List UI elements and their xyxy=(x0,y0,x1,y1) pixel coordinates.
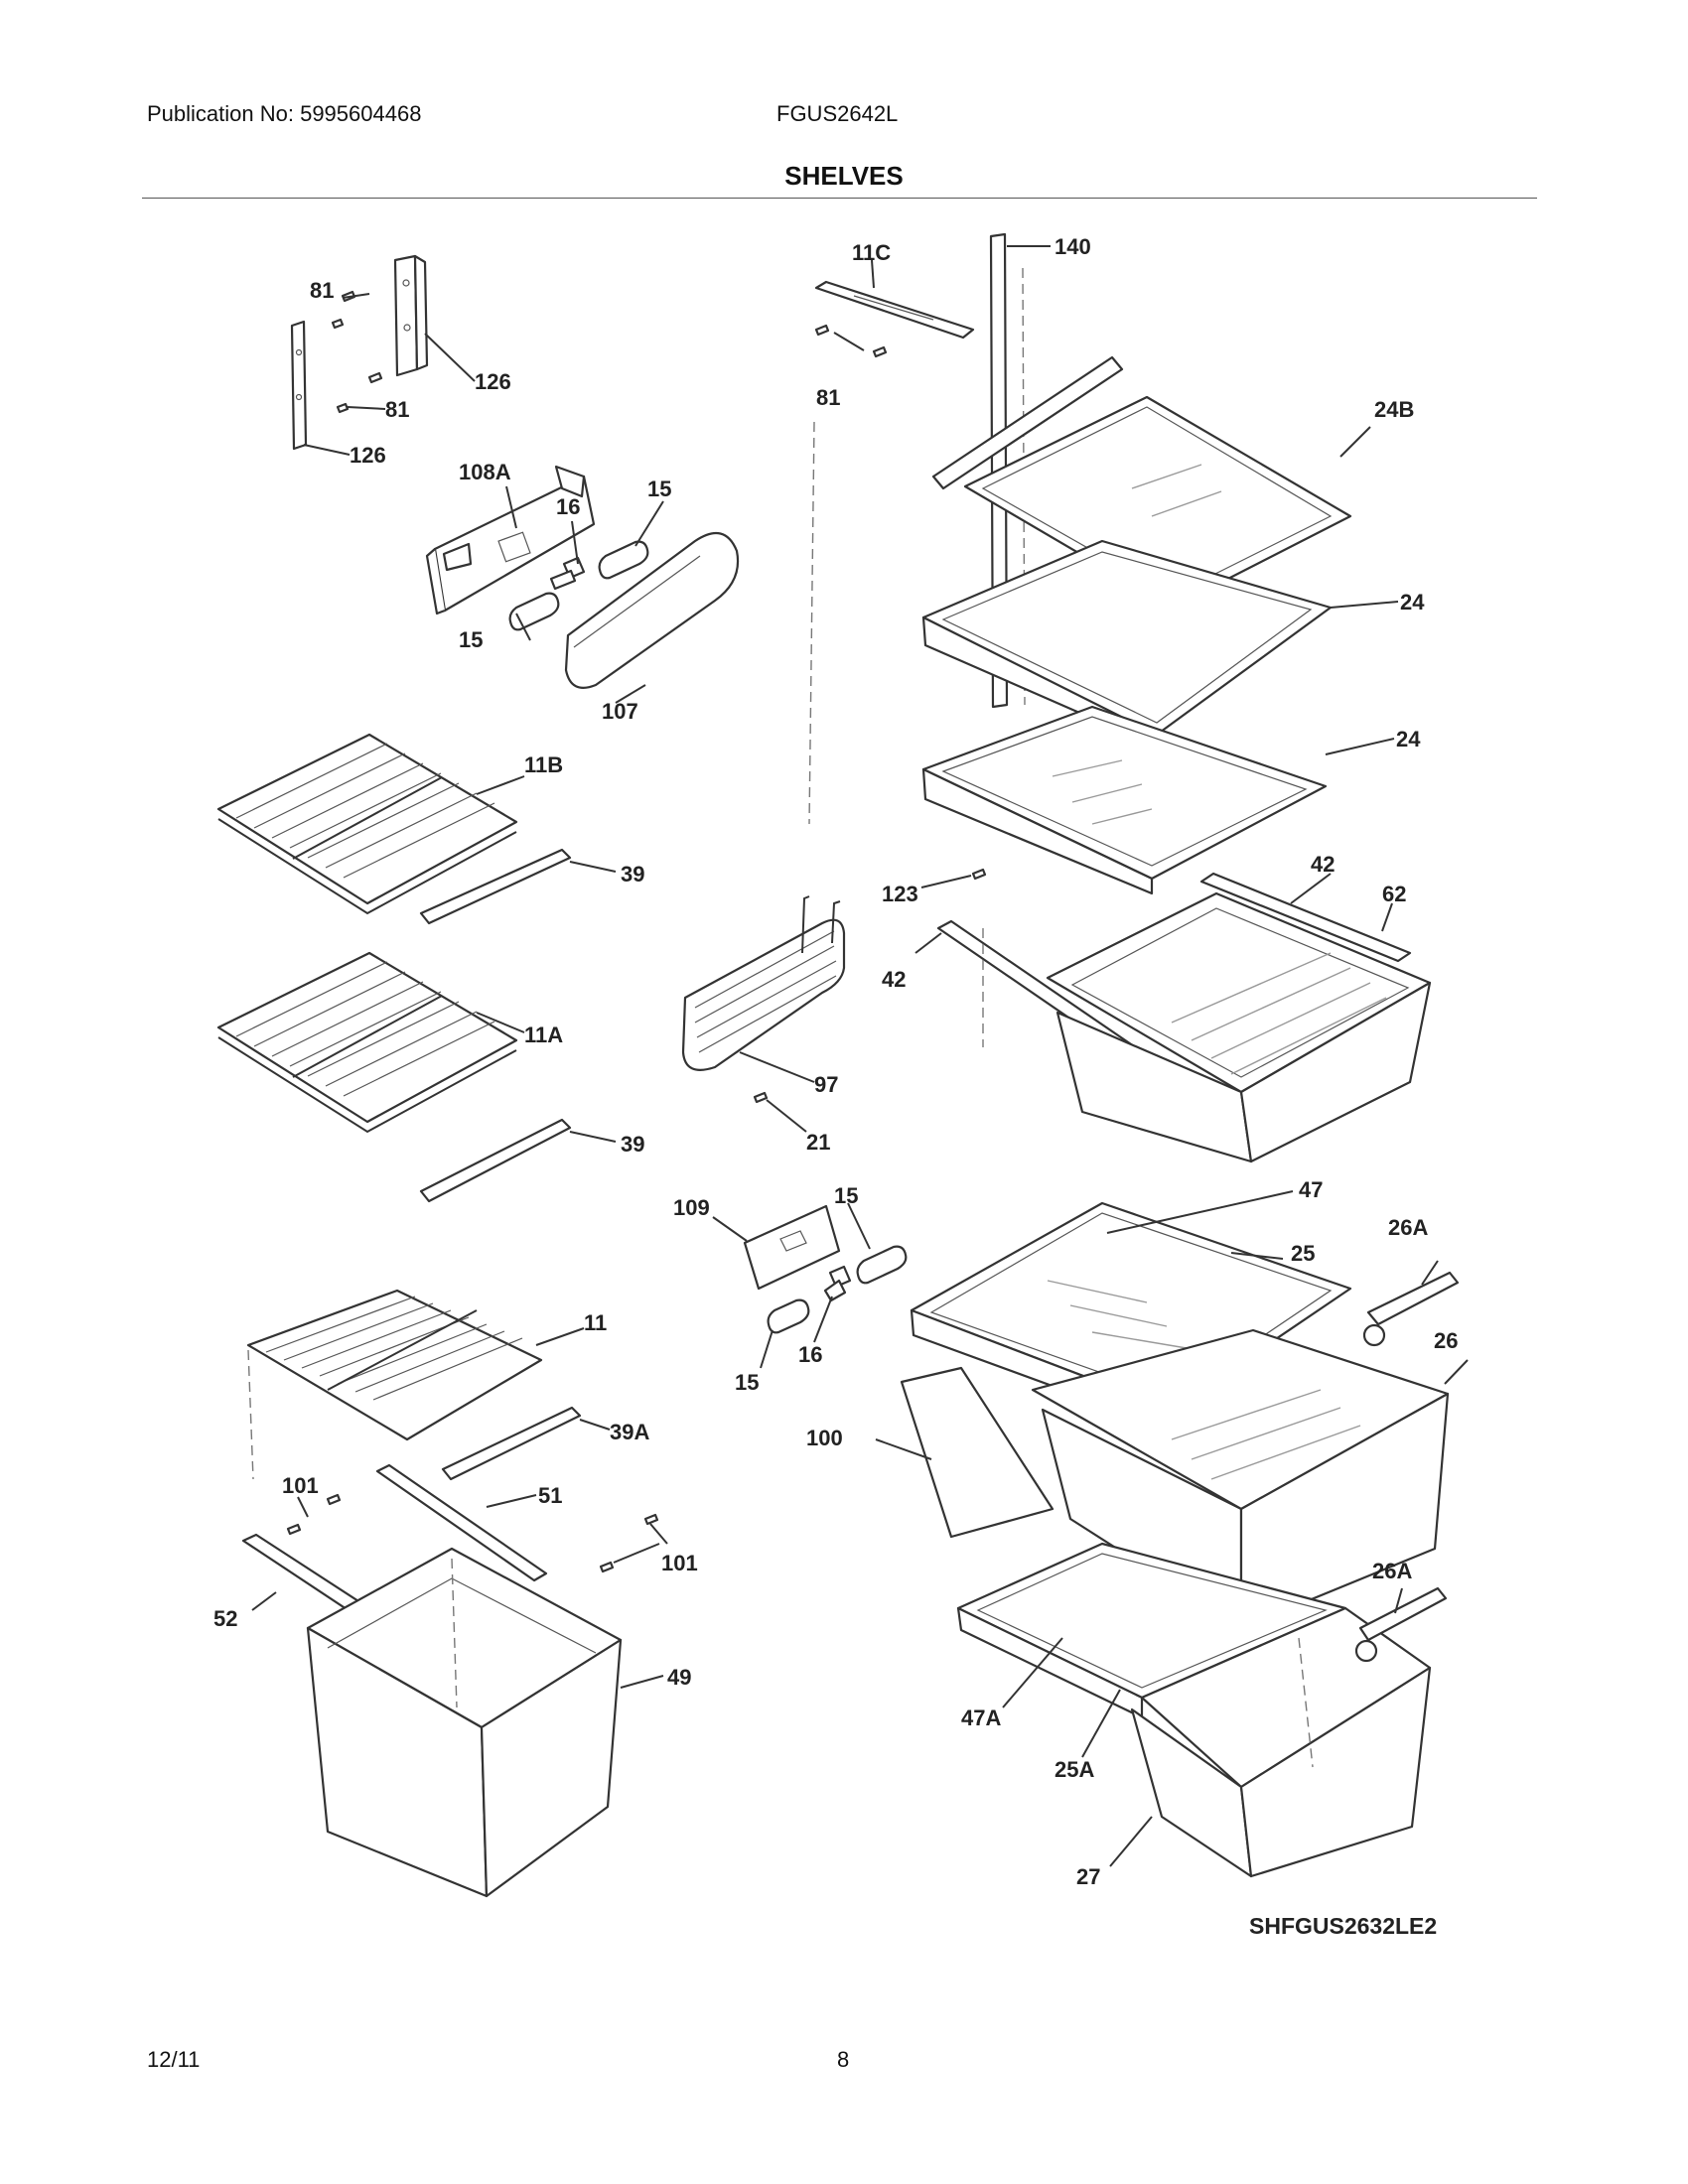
bracket-11C xyxy=(814,280,975,340)
shelf-trim-39A xyxy=(441,1406,582,1481)
callout-39: 39 xyxy=(621,862,644,887)
callout-27: 27 xyxy=(1076,1864,1100,1889)
callout-15: 15 xyxy=(647,477,671,501)
callout-15: 15 xyxy=(459,627,483,652)
callout-101: 101 xyxy=(282,1473,319,1498)
callout-39A: 39A xyxy=(610,1420,649,1444)
callout-26A: 26A xyxy=(1372,1559,1412,1583)
callout-15: 15 xyxy=(834,1183,858,1208)
callout-140: 140 xyxy=(1055,234,1091,259)
callout-52: 52 xyxy=(213,1606,237,1631)
callout-24: 24 xyxy=(1400,590,1425,614)
drawer-slide-51 xyxy=(375,1463,548,1582)
glass-shelf-24-upper xyxy=(921,539,1333,749)
crisper-cover-25A xyxy=(956,1542,1347,1719)
drawer-bracket-26A-upper xyxy=(1362,1271,1460,1347)
socket-16-upper xyxy=(549,556,586,591)
callout-97: 97 xyxy=(814,1072,838,1097)
glass-shelf-24-lower xyxy=(921,705,1328,895)
storage-drawer-49 xyxy=(306,1547,623,1898)
shelf-trim-39-lower xyxy=(419,1118,572,1203)
callout-47: 47 xyxy=(1299,1177,1323,1202)
page-title: SHELVES xyxy=(784,161,904,191)
callout-123: 123 xyxy=(882,882,918,906)
callout-21: 21 xyxy=(806,1130,830,1155)
callout-81: 81 xyxy=(310,278,334,303)
screw-101-set xyxy=(286,1493,659,1573)
footer-date: 12/11 xyxy=(147,2047,201,2072)
callout-49: 49 xyxy=(667,1665,691,1690)
callout-11A: 11A xyxy=(524,1023,563,1047)
callout-101: 101 xyxy=(661,1551,698,1575)
callout-11B: 11B xyxy=(524,752,563,777)
screw-81-set xyxy=(331,290,383,414)
callout-26A: 26A xyxy=(1388,1215,1428,1240)
callout-107: 107 xyxy=(602,699,638,724)
callout-51: 51 xyxy=(538,1483,562,1508)
evaporator-coil-97 xyxy=(681,895,846,1104)
callout-108A: 108A xyxy=(459,460,511,484)
bulb-15-lower-pair xyxy=(767,1245,908,1334)
callout-25A: 25A xyxy=(1055,1757,1094,1782)
screw-123 xyxy=(971,868,987,881)
publication-number: Publication No: 5995604468 xyxy=(147,101,422,126)
bracket-126-lower xyxy=(290,320,308,451)
light-housing-109 xyxy=(743,1204,841,1291)
wire-shelf-11A xyxy=(216,951,518,1134)
callout-126: 126 xyxy=(350,443,386,468)
callout-39: 39 xyxy=(621,1132,644,1157)
callout-11: 11 xyxy=(584,1310,607,1335)
shelf-trim-39-upper xyxy=(419,848,572,925)
bracket-126-upper xyxy=(393,254,429,377)
callout-15: 15 xyxy=(735,1370,759,1395)
callout-24: 24 xyxy=(1396,727,1421,751)
callout-16: 16 xyxy=(798,1342,822,1367)
page-number: 8 xyxy=(837,2047,850,2072)
callout-126: 126 xyxy=(475,369,511,394)
callout-62: 62 xyxy=(1382,882,1406,906)
callout-81: 81 xyxy=(385,397,409,422)
wire-shelf-11 xyxy=(246,1289,543,1441)
bulb-15-upper-pair xyxy=(508,540,649,631)
callout-24B: 24B xyxy=(1374,397,1414,422)
callout-11C: 11C xyxy=(852,240,891,265)
panel-100 xyxy=(900,1366,1055,1539)
model-number: FGUS2642L xyxy=(776,101,899,126)
callout-26: 26 xyxy=(1434,1328,1458,1353)
header-rule xyxy=(142,198,1537,199)
callout-42: 42 xyxy=(1311,852,1335,877)
callout-81: 81 xyxy=(816,385,840,410)
callout-25: 25 xyxy=(1291,1241,1315,1266)
socket-16-lower xyxy=(823,1265,852,1302)
drawing-id: SHFGUS2632LE2 xyxy=(1249,1913,1437,1939)
light-housing-108A xyxy=(425,465,596,615)
callout-100: 100 xyxy=(806,1426,843,1450)
drawer-bracket-26A-lower xyxy=(1354,1586,1448,1663)
callout-109: 109 xyxy=(673,1195,710,1220)
callout-16: 16 xyxy=(556,494,580,519)
screw-81-center xyxy=(814,324,888,358)
callout-42: 42 xyxy=(882,967,906,992)
crisper-pan-62 xyxy=(1046,891,1432,1163)
light-cover-107 xyxy=(564,531,740,689)
wire-shelf-11B xyxy=(216,733,518,915)
callout-47A: 47A xyxy=(961,1706,1001,1730)
